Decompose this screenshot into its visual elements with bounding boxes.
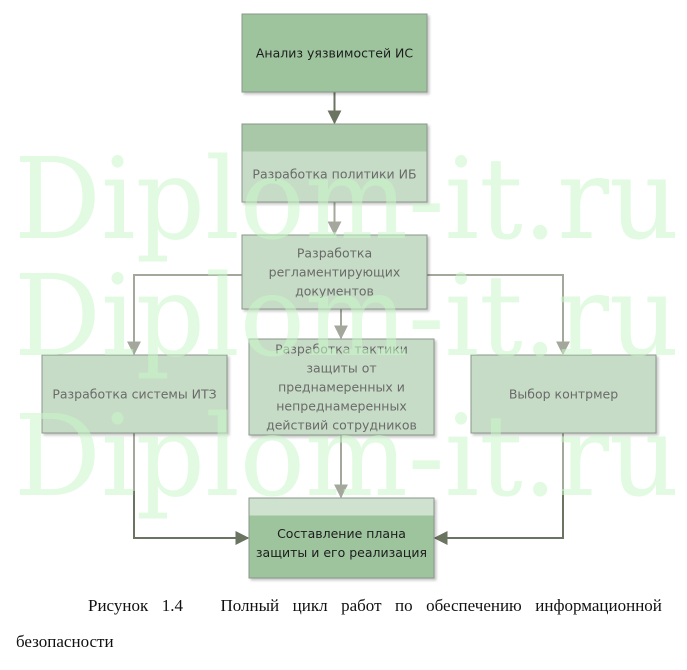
- flowchart-diagram: Анализ уязвимостей ИС Разработка политики…: [14, 13, 679, 579]
- node-box: [470, 354, 657, 434]
- node-box: [241, 234, 428, 310]
- watermark-text: Diplom-it.ru: [14, 135, 679, 265]
- node-label: Разработка системы ИТЗ: [52, 387, 216, 402]
- node-box: [41, 354, 228, 434]
- connector-arrow: [127, 274, 242, 356]
- node-label: защиты от: [306, 361, 376, 376]
- caption-line-1: Рисунок 1.4 Полный цикл работ по обеспеч…: [88, 596, 662, 616]
- connector-arrow: [433, 490, 564, 545]
- flow-node-n1: Анализ уязвимостей ИС: [241, 13, 428, 93]
- connector-arrow: [133, 490, 250, 545]
- watermark-text: Diplom-it.ru: [14, 392, 679, 522]
- flow-node-n6: Выбор контрмер: [470, 354, 657, 434]
- caption-word: обеспечению: [426, 596, 522, 615]
- flow-node-n3: Разработка регламентирующих документов: [241, 234, 428, 310]
- caption-word: 1.4: [161, 596, 183, 615]
- node-header-band: [242, 124, 427, 152]
- node-label: защиты и его реализация: [256, 545, 427, 560]
- node-label: преднамеренных и: [278, 380, 405, 395]
- caption-word: цикл: [292, 596, 328, 615]
- node-label: Разработка тактики: [275, 342, 408, 357]
- caption-word: Полный: [220, 596, 280, 615]
- nodes-layer: Анализ уязвимостей ИС Разработка политики…: [41, 13, 657, 579]
- node-label: регламентирующих: [269, 265, 401, 280]
- watermark-text: Diplom-it.ru: [14, 252, 679, 382]
- caption-word: работ: [341, 596, 382, 615]
- flow-node-n4: Разработка системы ИТЗ: [41, 354, 228, 434]
- caption-word: Рисунок: [88, 596, 149, 615]
- node-box: [248, 338, 435, 436]
- node-label: документов: [295, 284, 374, 299]
- node-label: непреднамеренных: [276, 399, 407, 414]
- node-label: Разработка политики ИБ: [252, 167, 416, 182]
- caption-word: информационной: [535, 596, 662, 615]
- node-box: [241, 13, 428, 93]
- node-label: действий сотрудников: [266, 418, 417, 433]
- node-header-band: [249, 498, 434, 516]
- flow-node-n5: Разработка тактики защиты от преднамеренны…: [248, 338, 435, 436]
- edges-layer: [127, 92, 570, 545]
- caption-word: по: [395, 596, 413, 615]
- flow-node-n7: Составление плана защиты и его реализация: [248, 497, 435, 579]
- node-label: Составление плана: [277, 526, 406, 541]
- node-label: Выбор контрмер: [509, 387, 618, 402]
- connector-arrow: [427, 274, 570, 356]
- caption-line-2: безопасности: [16, 632, 114, 651]
- flow-node-n2: Разработка политики ИБ: [241, 123, 428, 203]
- node-label: Разработка: [297, 246, 372, 261]
- node-label: Анализ уязвимостей ИС: [256, 46, 414, 61]
